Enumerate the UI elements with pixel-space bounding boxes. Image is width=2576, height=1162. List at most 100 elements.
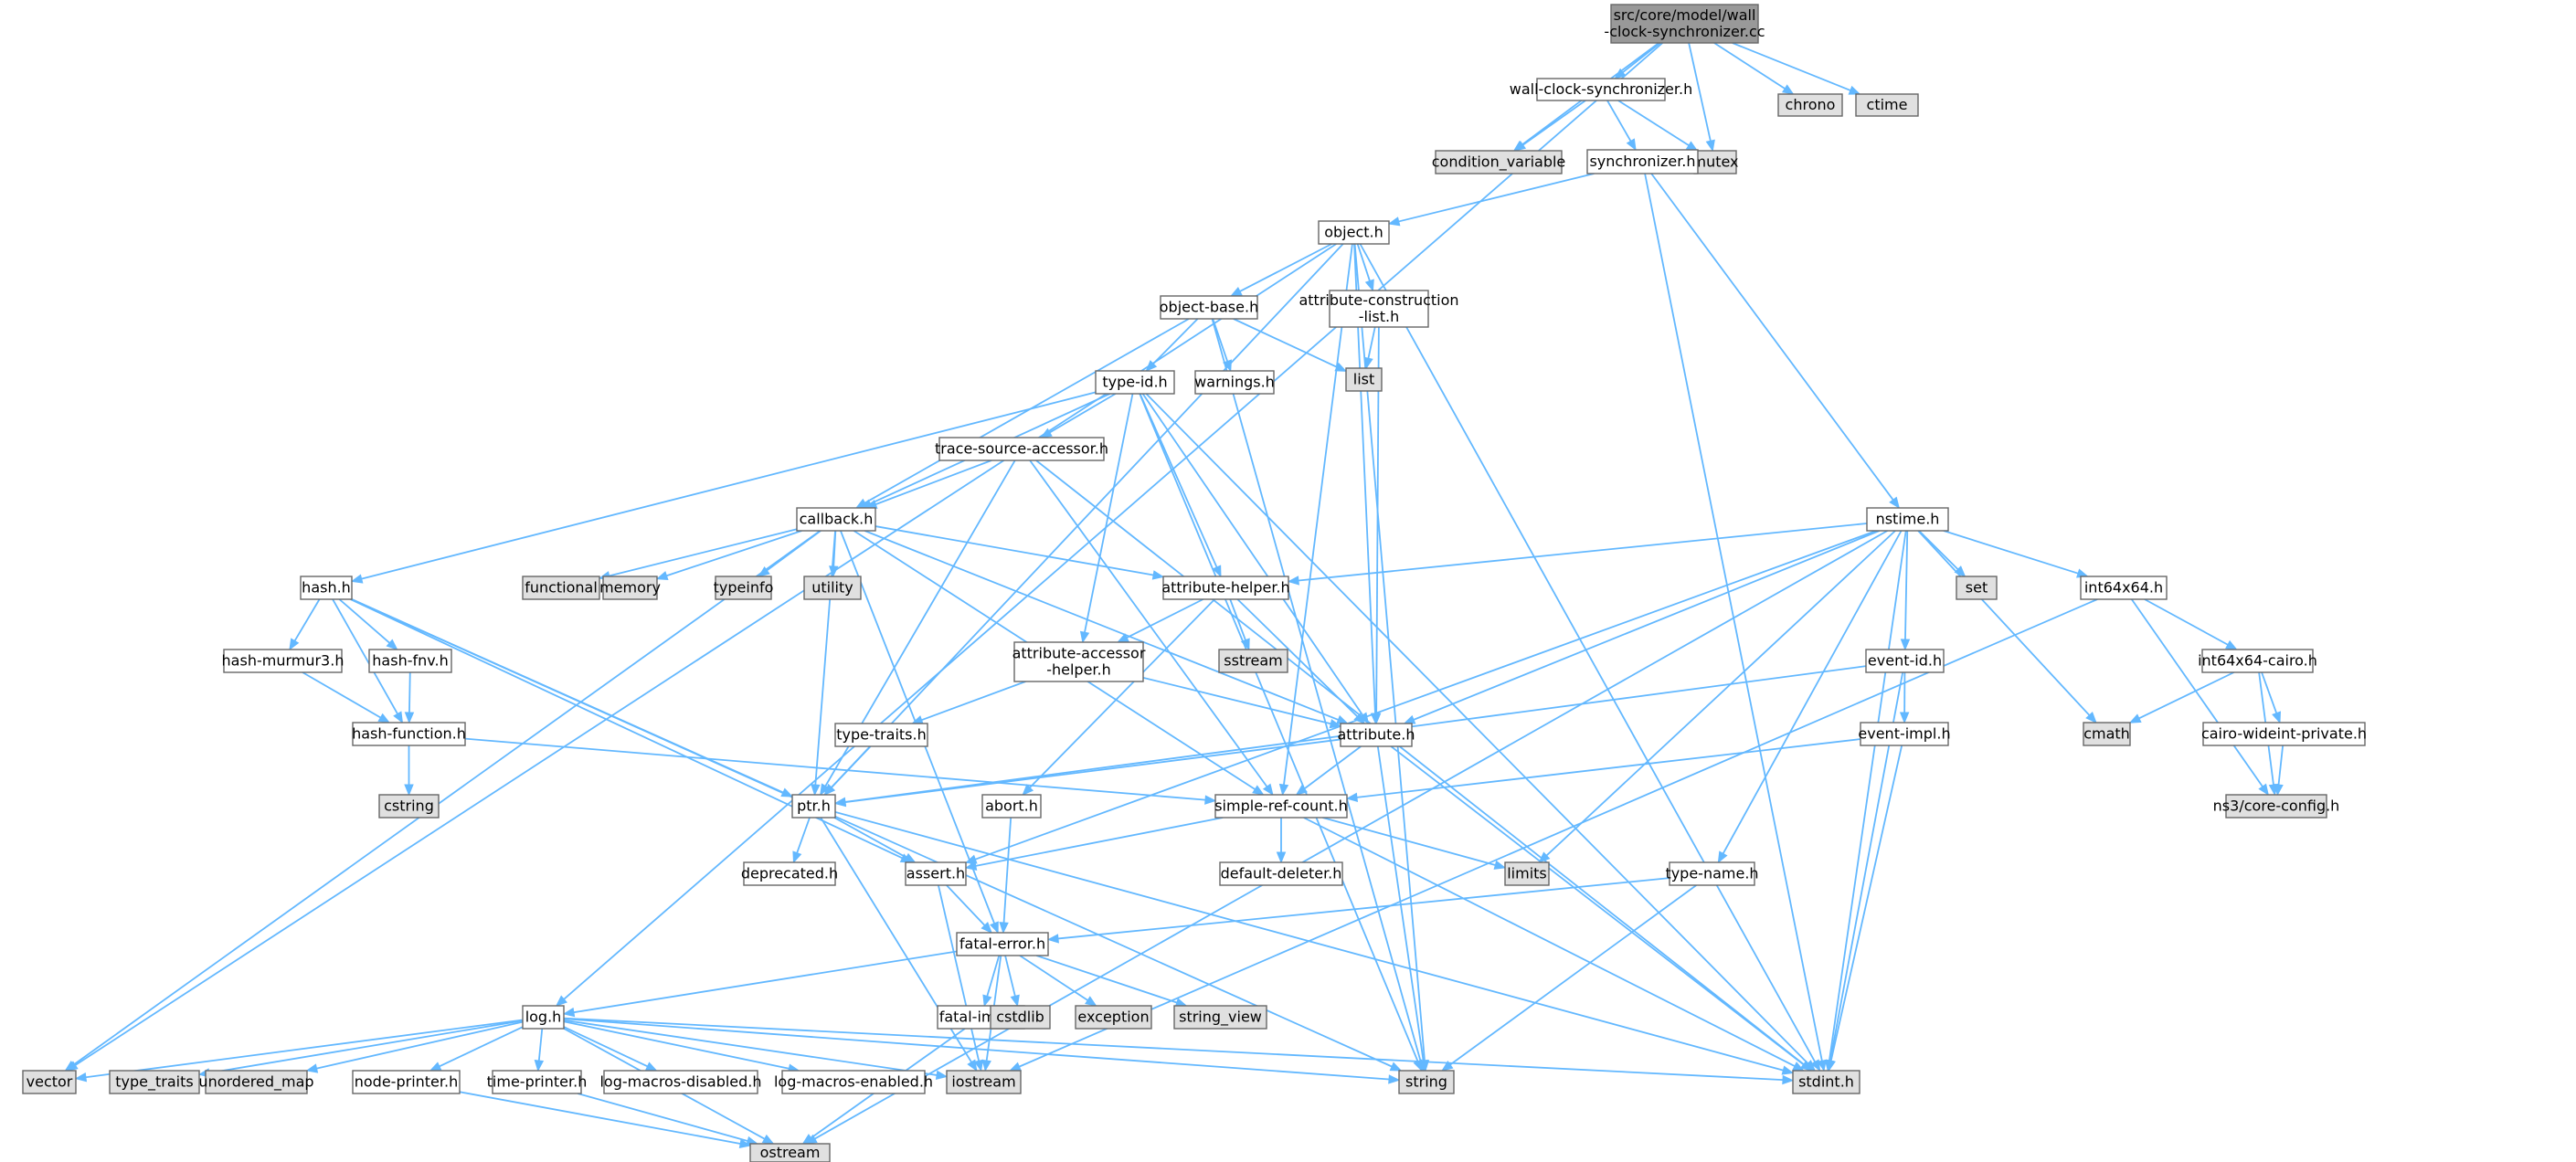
node-box[interactable] (946, 1070, 1022, 1094)
node-int64-h[interactable]: int64x64.h (2080, 576, 2168, 600)
node-vector[interactable]: vector (22, 1070, 77, 1094)
node-string[interactable]: string (1398, 1070, 1455, 1094)
node-object-h[interactable]: object.h (1318, 220, 1390, 245)
node-coreconfig-h[interactable]: ns3/core-config.h (2213, 794, 2340, 819)
node-box[interactable] (2201, 649, 2314, 673)
node-box[interactable] (791, 794, 836, 819)
node-aah-h[interactable]: attribute-accessor-helper.h (1012, 641, 1146, 682)
node-eventid-h[interactable]: event-id.h (1865, 649, 1945, 673)
node-hashfn-h[interactable]: hash-function.h (352, 722, 466, 746)
node-assert-h[interactable]: assert.h (905, 861, 967, 886)
node-box[interactable] (1865, 649, 1945, 673)
node-timeprinter-h[interactable]: time-printer.h (487, 1070, 588, 1094)
node-unordered-map[interactable]: unordered_map (198, 1070, 314, 1094)
node-set[interactable]: set (1956, 576, 1998, 600)
node-box[interactable] (1586, 149, 1699, 174)
node-box[interactable] (603, 1070, 758, 1094)
node-box[interactable] (352, 722, 466, 746)
node-box[interactable] (2083, 722, 2131, 746)
node-box[interactable] (1013, 641, 1144, 682)
node-box[interactable] (2225, 794, 2327, 819)
node-box[interactable] (803, 576, 862, 600)
node-typeid-h[interactable]: type-id.h (1095, 370, 1175, 395)
node-functional[interactable]: functional (522, 576, 600, 600)
node-wcs-h[interactable]: wall-clock-synchronizer.h (1510, 78, 1692, 101)
node-memory[interactable]: memory (599, 576, 661, 600)
node-hash-h[interactable]: hash.h (300, 576, 353, 600)
node-exception[interactable]: exception (1075, 1005, 1152, 1030)
node-cstdlib[interactable]: cstdlib (990, 1005, 1051, 1030)
node-box[interactable] (205, 1070, 308, 1094)
node-box[interactable] (1214, 794, 1348, 819)
node-sstream[interactable]: sstream (1218, 649, 1288, 673)
node-stdint-h[interactable]: stdint.h (1792, 1070, 1860, 1094)
node-box[interactable] (378, 794, 440, 819)
node-fnv-h[interactable]: hash-fnv.h (368, 649, 452, 673)
node-box[interactable] (1095, 370, 1175, 395)
node-attrconst-h[interactable]: attribute-construction-list.h (1299, 290, 1459, 328)
node-box[interactable] (352, 1070, 461, 1094)
node-condvar[interactable]: condition_variable (1432, 150, 1566, 174)
node-box[interactable] (1219, 861, 1343, 886)
node-box[interactable] (2080, 576, 2168, 600)
node-box[interactable] (938, 437, 1105, 461)
node-cstring[interactable]: cstring (378, 794, 440, 819)
node-type-traits[interactable]: type_traits (109, 1070, 200, 1094)
node-tsa-h[interactable]: trace-source-accessor.h (935, 437, 1108, 461)
node-box[interactable] (522, 1005, 565, 1030)
node-box[interactable] (1329, 290, 1429, 328)
node-sync-h[interactable]: synchronizer.h (1586, 149, 1699, 174)
node-typeinfo[interactable]: typeinfo (714, 576, 774, 600)
node-box[interactable] (1318, 220, 1390, 245)
node-box[interactable] (1345, 367, 1383, 392)
node-box[interactable] (1504, 861, 1550, 886)
node-objbase-h[interactable]: object-base.h (1160, 295, 1258, 320)
node-box[interactable] (1075, 1005, 1152, 1030)
node-box[interactable] (602, 576, 658, 600)
node-utility[interactable]: utility (803, 576, 862, 600)
node-box[interactable] (223, 649, 343, 673)
node-log-h[interactable]: log.h (522, 1005, 565, 1030)
node-attrhelper-h[interactable]: attribute-helper.h (1161, 576, 1290, 600)
node-box[interactable] (1792, 1070, 1860, 1094)
node-box[interactable] (1610, 4, 1759, 44)
node-box[interactable] (1956, 576, 1998, 600)
node-box[interactable] (1866, 507, 1949, 532)
node-murmur-h[interactable]: hash-murmur3.h (222, 649, 345, 673)
node-box[interactable] (1855, 93, 1919, 117)
node-box[interactable] (1693, 150, 1737, 174)
node-ptr-h[interactable]: ptr.h (791, 794, 836, 819)
node-lmd-h[interactable]: log-macros-disabled.h (599, 1070, 762, 1094)
node-box[interactable] (905, 861, 967, 886)
node-box[interactable] (1398, 1070, 1455, 1094)
node-box[interactable] (1162, 576, 1289, 600)
node-typetraits-h[interactable]: type-traits.h (834, 723, 928, 747)
node-eventimpl-h[interactable]: event-impl.h (1858, 722, 1951, 746)
node-box[interactable] (796, 507, 876, 532)
node-string-view[interactable]: string_view (1173, 1005, 1267, 1030)
node-nodeprinter-h[interactable]: node-printer.h (352, 1070, 461, 1094)
node-box[interactable] (956, 932, 1049, 956)
node-box[interactable] (1160, 295, 1258, 320)
node-box[interactable] (1860, 722, 1949, 746)
node-limits[interactable]: limits (1504, 861, 1550, 886)
node-box[interactable] (749, 1143, 831, 1162)
node-box[interactable] (492, 1070, 582, 1094)
node-list[interactable]: list (1345, 367, 1383, 392)
node-warnings-h[interactable]: warnings.h (1194, 370, 1275, 395)
node-box[interactable] (1536, 78, 1666, 101)
node-abort-h[interactable]: abort.h (981, 794, 1042, 819)
node-iostream[interactable]: iostream (946, 1070, 1022, 1094)
node-nstime-h[interactable]: nstime.h (1866, 507, 1949, 532)
node-box[interactable] (781, 1070, 926, 1094)
node-cairowide-h[interactable]: cairo-wideint-private.h (2201, 722, 2367, 746)
node-root[interactable]: src/core/model/wall-clock-synchronizer.c… (1604, 4, 1765, 44)
node-box[interactable] (834, 723, 928, 747)
node-box[interactable] (1194, 370, 1275, 395)
node-box[interactable] (990, 1005, 1051, 1030)
node-box[interactable] (1218, 649, 1288, 673)
node-box[interactable] (1669, 861, 1755, 886)
node-box[interactable] (109, 1070, 200, 1094)
node-typename-h[interactable]: type-name.h (1665, 861, 1759, 886)
node-mutex[interactable]: mutex (1691, 150, 1739, 174)
